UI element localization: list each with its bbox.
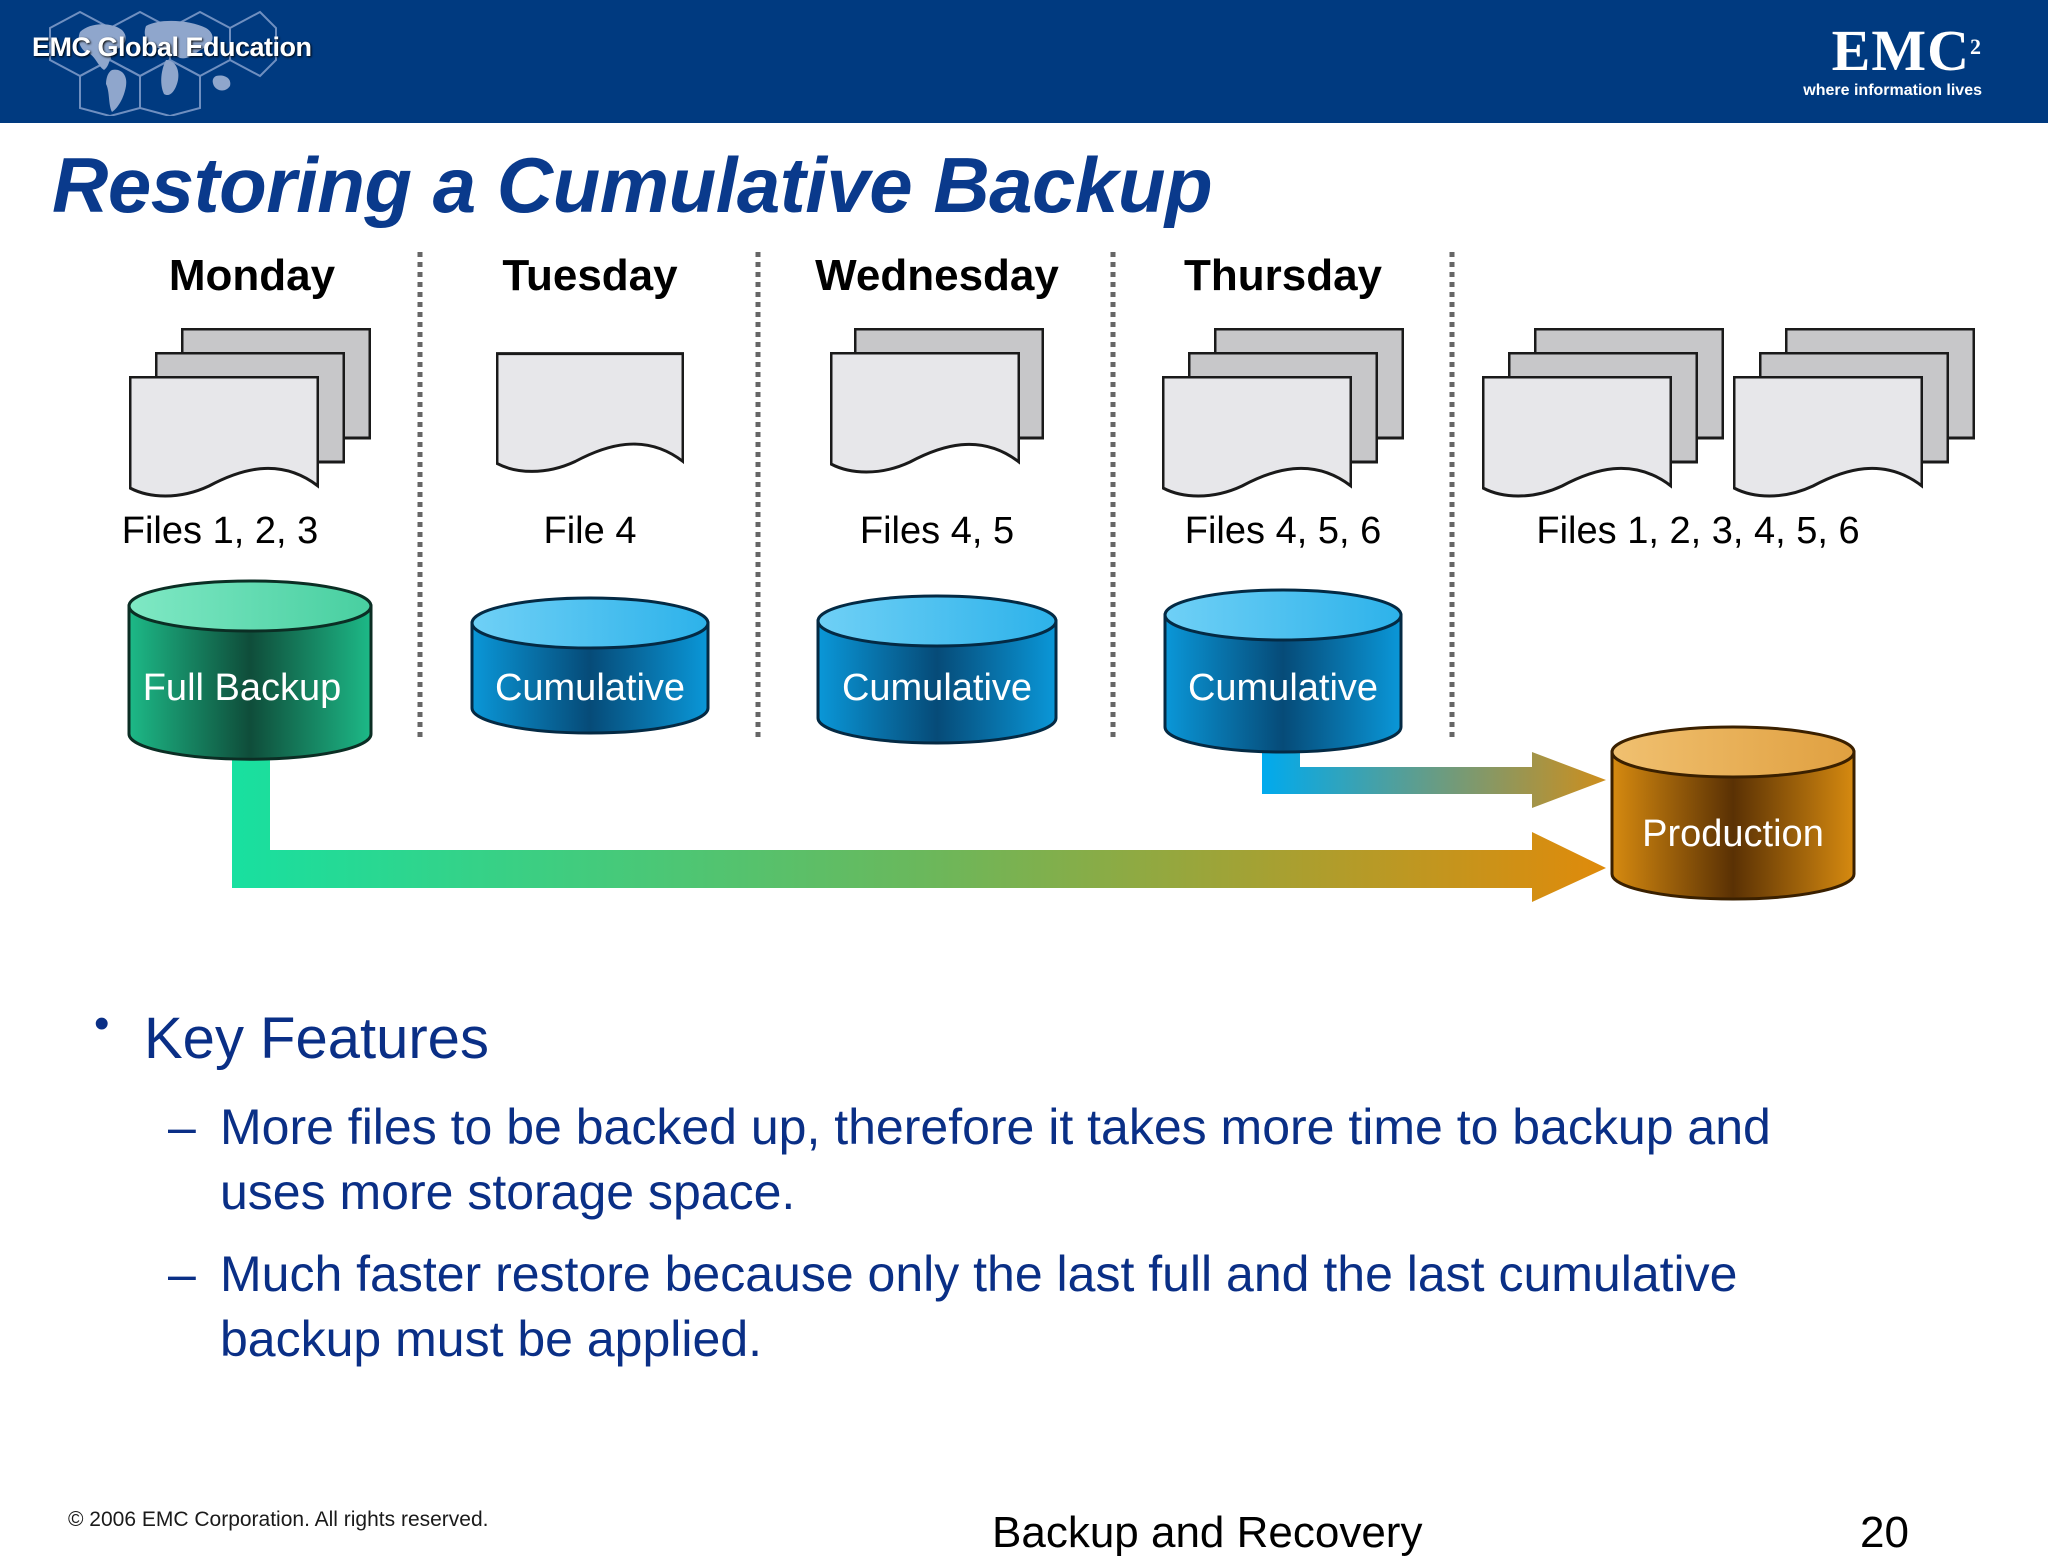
column-separators	[417, 252, 1455, 740]
production-label: Production	[1642, 813, 1824, 855]
cumulative-cylinder-wednesday: Cumulative	[816, 594, 1058, 745]
cumulative-cylinder-thursday: Cumulative	[1163, 588, 1403, 754]
document-stack-icon	[1733, 328, 1975, 498]
document-stack-icon	[1482, 328, 1724, 498]
dash-icon: –	[168, 1099, 196, 1155]
cumulative-label-tuesday: Cumulative	[495, 667, 685, 709]
bullet-heading-text: Key Features	[144, 1006, 489, 1071]
files-label-tuesday: File 4	[544, 510, 637, 552]
document-icon	[496, 352, 684, 473]
emc-brand-text: EMC	[1831, 18, 1970, 83]
restore-arrow-full	[232, 758, 1606, 902]
bullet-dot-icon: •	[94, 999, 110, 1048]
files-label-thursday: Files 4, 5, 6	[1185, 510, 1381, 552]
sub-bullet-text: More files to be backed up, therefore it…	[220, 1099, 1771, 1220]
backup-diagram: Monday Tuesday Wednesday Thursday Files …	[122, 251, 1975, 902]
edu-logo-text: EMC Global Education	[32, 32, 312, 62]
document-stack-icon	[1162, 328, 1404, 498]
cumulative-label-thursday: Cumulative	[1188, 667, 1378, 709]
restore-arrow-cumulative	[1262, 750, 1606, 808]
production-cylinder: Production	[1610, 725, 1856, 901]
sub-bullet-text: Much faster restore because only the las…	[220, 1246, 1738, 1367]
page-number: 20	[1860, 1508, 1909, 1557]
files-label-result: Files 1, 2, 3, 4, 5, 6	[1536, 510, 1859, 552]
files-label-wednesday: Files 4, 5	[860, 510, 1014, 552]
day-label-thursday: Thursday	[1184, 251, 1383, 300]
document-stack-icon	[129, 328, 371, 498]
full-backup-cylinder: Full Backup	[127, 579, 373, 761]
cumulative-label-wednesday: Cumulative	[842, 667, 1032, 709]
emc-tagline: where information lives	[1803, 82, 1982, 99]
emc-logo: EMC2 where information lives	[1782, 22, 1982, 100]
header-banner: EMC Global Education EMC2 where informat…	[0, 0, 2048, 123]
globe-icon	[49, 10, 277, 116]
document-stack-icon	[830, 328, 1044, 474]
dash-icon: –	[168, 1246, 196, 1302]
day-label-tuesday: Tuesday	[502, 251, 678, 300]
cumulative-cylinder-tuesday: Cumulative	[470, 596, 710, 735]
emc-brand-superscript: 2	[1970, 34, 1982, 59]
copyright-text: © 2006 EMC Corporation. All rights reser…	[68, 1508, 489, 1531]
day-label-monday: Monday	[169, 251, 336, 300]
files-label-monday: Files 1, 2, 3	[122, 510, 318, 552]
day-label-wednesday: Wednesday	[815, 251, 1059, 300]
slide-title: Restoring a Cumulative Backup	[52, 141, 1213, 229]
full-backup-label: Full Backup	[143, 667, 342, 709]
course-title: Backup and Recovery	[992, 1508, 1423, 1557]
